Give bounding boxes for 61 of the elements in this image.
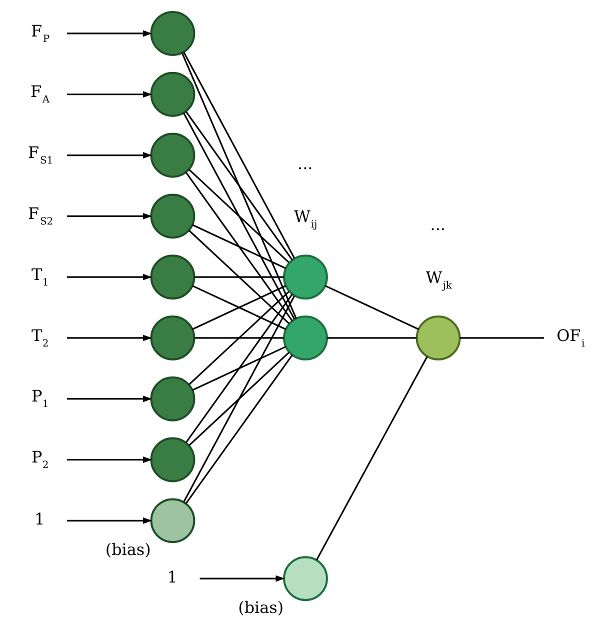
- node-text: F$_{A}$: [30, 82, 50, 106]
- node-circle: [282, 556, 328, 602]
- label: ...: [297, 154, 312, 174]
- arrow: [66, 334, 152, 342]
- node-text: T$_{2}$: [30, 326, 48, 350]
- node-circle: [282, 254, 328, 300]
- arrow: [66, 91, 152, 98]
- connector: [184, 172, 292, 322]
- arrow: [66, 456, 152, 463]
- arrow: [199, 575, 284, 582]
- node-circle: [150, 194, 195, 239]
- arrow: [66, 30, 152, 37]
- node-circle: [282, 316, 328, 360]
- connector: [194, 337, 284, 339]
- label: W$_{jk}$: [425, 268, 452, 292]
- node-circle: [150, 376, 195, 422]
- node-circle: [150, 72, 195, 117]
- node-text: F$_{S2}$: [27, 204, 53, 228]
- node-circle: [150, 437, 195, 482]
- connector: [188, 352, 289, 446]
- connector: [184, 111, 292, 261]
- arrow: [66, 274, 152, 280]
- connector: [182, 52, 295, 259]
- connector: [184, 354, 292, 504]
- connector: [192, 285, 286, 330]
- node-text: T$_{1}$: [30, 264, 48, 288]
- node-text: OF$_{i}$: [556, 326, 584, 350]
- connector: [188, 230, 289, 324]
- label: ...: [430, 214, 446, 234]
- node-text: F$_{P}$: [30, 21, 50, 45]
- node-text: F$_{S1}$: [27, 143, 53, 167]
- label: W$_{ij}$: [294, 206, 317, 230]
- node-circle: [415, 316, 460, 360]
- connector: [182, 112, 295, 320]
- arrow: [66, 517, 152, 524]
- connector: [188, 168, 289, 264]
- node-circle: [150, 254, 195, 300]
- arrow: [66, 396, 152, 402]
- node-circle: [150, 498, 195, 544]
- node-label: (bias): [238, 598, 284, 617]
- connector: [192, 224, 286, 270]
- node-circle: [150, 132, 195, 178]
- connector: [192, 346, 286, 391]
- node-text: P$_{2}$: [30, 448, 48, 472]
- connector: [180, 52, 296, 319]
- connector: [194, 276, 284, 278]
- node-text: 1: [34, 509, 44, 528]
- connector: [460, 337, 544, 339]
- connector: [326, 337, 416, 339]
- arrow: [66, 152, 152, 158]
- connector: [324, 285, 418, 330]
- arrow: [66, 212, 152, 220]
- node-circle: [150, 316, 195, 360]
- connector: [188, 290, 289, 386]
- node-text: 1: [166, 567, 177, 586]
- connector: [182, 295, 295, 502]
- connector: [184, 294, 292, 444]
- node-label: (bias): [104, 540, 150, 559]
- node-circle: [150, 11, 195, 56]
- connector: [315, 356, 428, 560]
- node-text: P$_{1}$: [30, 386, 48, 410]
